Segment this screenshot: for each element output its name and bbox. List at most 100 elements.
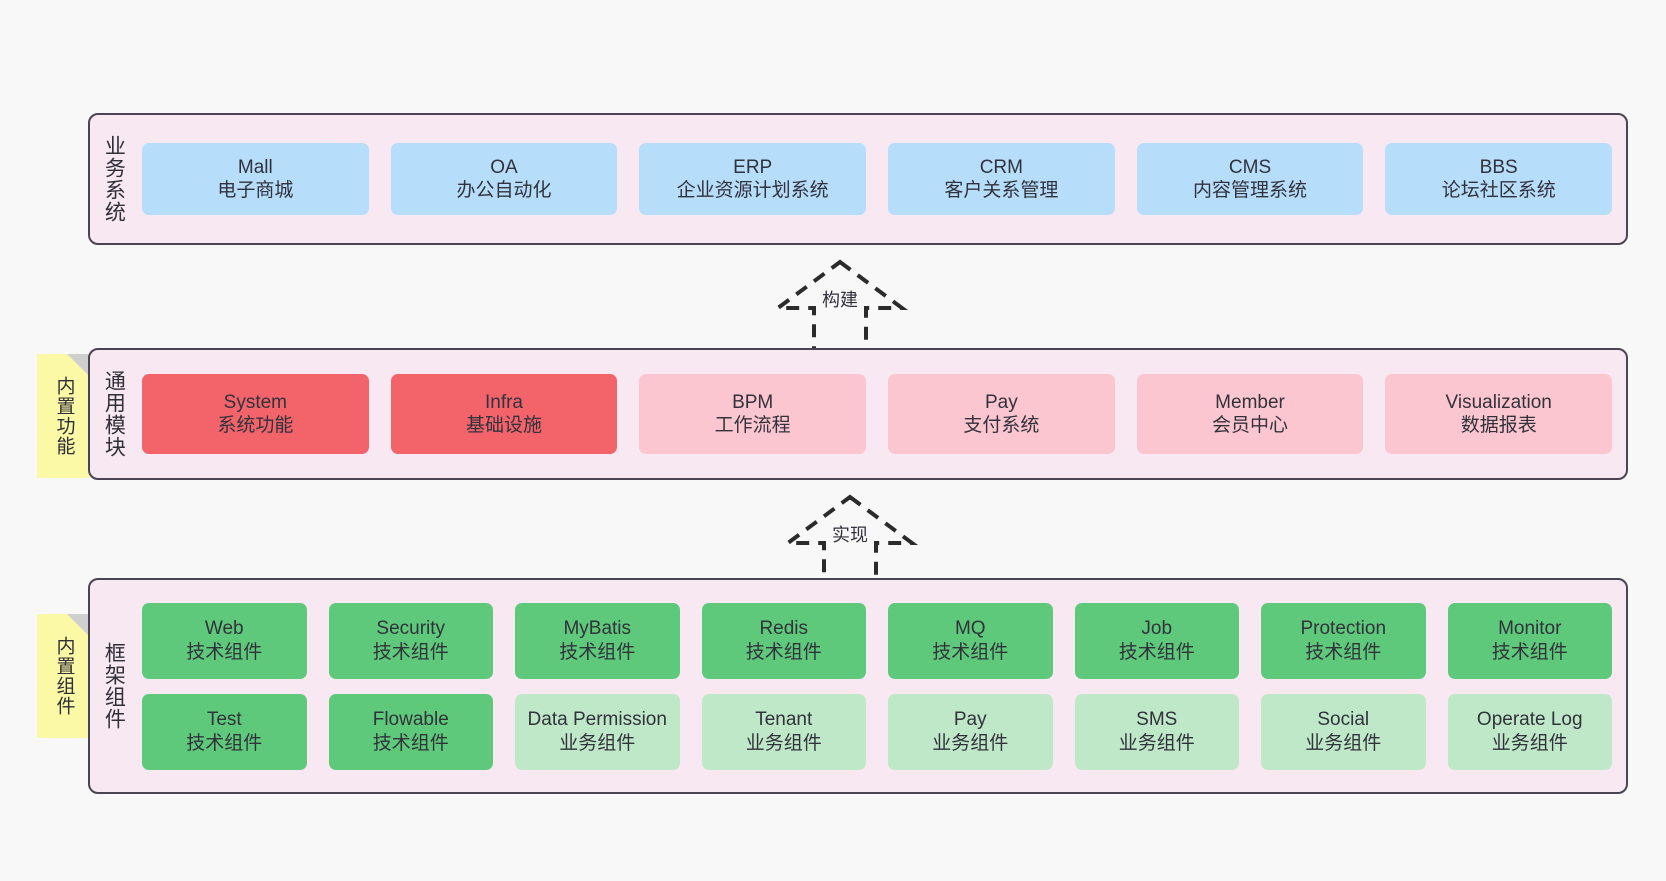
node-label-en: BPM xyxy=(732,391,774,413)
layer-body-framework-component: Web 技术组件 Security 技术组件 MyBatis 技术组件 Redi… xyxy=(136,580,1626,792)
node-label-cn: 业务组件 xyxy=(932,732,1009,754)
node-mall[interactable]: Mall 电子商城 xyxy=(142,143,369,215)
node-data-permission[interactable]: Data Permission 业务组件 xyxy=(515,693,680,770)
node-label-cn: 业务组件 xyxy=(1305,732,1382,754)
node-label-cn: 技术组件 xyxy=(745,641,822,663)
node-label-en: Member xyxy=(1215,391,1285,413)
node-web[interactable]: Web 技术组件 xyxy=(142,602,307,679)
node-cms[interactable]: CMS 内容管理系统 xyxy=(1136,143,1364,215)
node-oa[interactable]: OA 办公自动化 xyxy=(390,143,618,215)
note-fold-icon xyxy=(67,614,89,636)
node-label-cn: 技术组件 xyxy=(186,732,263,754)
node-label-en: Data Permission xyxy=(527,709,667,731)
node-label-cn: 技术组件 xyxy=(186,641,263,663)
node-system[interactable]: System 系统功能 xyxy=(142,374,369,454)
node-label-en: Web xyxy=(204,618,244,640)
node-label-en: Visualization xyxy=(1445,391,1552,413)
node-label-en: BBS xyxy=(1479,156,1518,178)
node-label-en: Pay xyxy=(984,391,1018,413)
layer-framework-component[interactable]: 框架组件 Web 技术组件 Security 技术组件 MyBatis 技术组件… xyxy=(88,578,1628,794)
layer-body-business-system: Mall 电子商城 OA 办公自动化 ERP 企业资源计划系统 CRM 客户关系… xyxy=(136,115,1626,243)
arrow-label-implement: 实现 xyxy=(832,525,868,545)
node-bpm[interactable]: BPM 工作流程 xyxy=(639,374,867,454)
node-label-en: Test xyxy=(206,709,242,731)
node-label-en: Job xyxy=(1141,618,1173,640)
node-tenant[interactable]: Tenant 业务组件 xyxy=(701,693,866,770)
layer-body-common-module: System 系统功能 Infra 基础设施 BPM 工作流程 Pay 支付系统… xyxy=(136,350,1626,478)
node-label-en: OA xyxy=(490,156,518,178)
node-monitor[interactable]: Monitor 技术组件 xyxy=(1447,602,1612,679)
node-mq[interactable]: MQ 技术组件 xyxy=(888,602,1053,679)
note-fold-icon xyxy=(67,354,89,376)
node-social[interactable]: Social 业务组件 xyxy=(1261,693,1426,770)
arrow-build: 构建 xyxy=(750,256,930,356)
node-pay-module[interactable]: Pay 支付系统 xyxy=(888,374,1115,454)
node-label-en: SMS xyxy=(1136,709,1178,731)
node-label-en: Redis xyxy=(759,618,809,640)
node-label-cn: 业务组件 xyxy=(559,732,636,754)
node-redis[interactable]: Redis 技术组件 xyxy=(701,602,866,679)
node-label-cn: 系统功能 xyxy=(217,415,294,436)
node-sms[interactable]: SMS 业务组件 xyxy=(1074,693,1239,770)
node-test[interactable]: Test 技术组件 xyxy=(142,693,307,770)
node-label-en: Tenant xyxy=(755,709,813,731)
arrow-implement: 实现 xyxy=(760,491,940,591)
node-label-cn: 论坛社区系统 xyxy=(1441,180,1556,201)
node-label-cn: 支付系统 xyxy=(963,415,1040,436)
node-label-en: CRM xyxy=(979,156,1023,178)
node-label-en: ERP xyxy=(733,156,773,178)
node-label-cn: 业务组件 xyxy=(1491,732,1568,754)
node-label-cn: 电子商城 xyxy=(217,180,294,201)
note-label: 内置组件 xyxy=(53,636,75,716)
node-label-cn: 工作流程 xyxy=(714,415,791,436)
node-label-en: Security xyxy=(376,618,446,640)
node-label-en: MyBatis xyxy=(563,618,632,640)
arrow-label-build: 构建 xyxy=(822,290,858,310)
node-erp[interactable]: ERP 企业资源计划系统 xyxy=(639,143,867,215)
node-flowable[interactable]: Flowable 技术组件 xyxy=(328,693,493,770)
layer-title-framework-component: 框架组件 xyxy=(102,642,126,730)
node-row: Mall 电子商城 OA 办公自动化 ERP 企业资源计划系统 CRM 客户关系… xyxy=(142,143,1613,215)
node-label-cn: 技术组件 xyxy=(1305,641,1382,663)
node-label-cn: 业务组件 xyxy=(1118,732,1195,754)
node-label-cn: 技术组件 xyxy=(1118,641,1195,663)
node-visualization[interactable]: Visualization 数据报表 xyxy=(1385,374,1613,454)
node-row: System 系统功能 Infra 基础设施 BPM 工作流程 Pay 支付系统… xyxy=(142,374,1613,454)
node-label-cn: 数据报表 xyxy=(1460,415,1537,436)
node-operate-log[interactable]: Operate Log 业务组件 xyxy=(1447,693,1612,770)
node-label-en: CMS xyxy=(1228,156,1272,178)
node-label-en: System xyxy=(223,391,288,413)
node-label-cn: 技术组件 xyxy=(372,641,449,663)
node-label-cn: 技术组件 xyxy=(372,732,449,754)
layer-title-business-system: 业务系统 xyxy=(102,135,126,223)
node-mybatis[interactable]: MyBatis 技术组件 xyxy=(515,602,680,679)
node-label-en: Infra xyxy=(484,391,524,413)
node-security[interactable]: Security 技术组件 xyxy=(328,602,493,679)
node-label-cn: 基础设施 xyxy=(466,415,543,436)
node-crm[interactable]: CRM 客户关系管理 xyxy=(888,143,1115,215)
node-label-cn: 技术组件 xyxy=(1491,641,1568,663)
node-label-en: Mall xyxy=(237,156,273,178)
node-label-cn: 客户关系管理 xyxy=(944,180,1059,201)
node-label-cn: 会员中心 xyxy=(1212,415,1289,436)
layer-title-common-module: 通用模块 xyxy=(102,370,126,458)
node-job[interactable]: Job 技术组件 xyxy=(1074,602,1239,679)
node-label-en: MQ xyxy=(954,618,986,640)
node-pay-component[interactable]: Pay 业务组件 xyxy=(888,693,1053,770)
node-label-en: Monitor xyxy=(1498,618,1562,640)
node-row: Test 技术组件 Flowable 技术组件 Data Permission … xyxy=(142,693,1612,770)
note-builtin-features[interactable]: 内置功能 xyxy=(37,354,89,478)
node-row: Web 技术组件 Security 技术组件 MyBatis 技术组件 Redi… xyxy=(142,602,1612,679)
node-bbs[interactable]: BBS 论坛社区系统 xyxy=(1385,143,1613,215)
node-label-en: Flowable xyxy=(372,709,449,731)
node-label-en: Operate Log xyxy=(1476,709,1583,731)
node-label-cn: 技术组件 xyxy=(559,641,636,663)
layer-business-system[interactable]: 业务系统 Mall 电子商城 OA 办公自动化 ERP 企业资源计划系统 CRM… xyxy=(88,113,1628,245)
node-label-en: Social xyxy=(1317,709,1370,731)
layer-common-module[interactable]: 通用模块 System 系统功能 Infra 基础设施 BPM 工作流程 Pay… xyxy=(88,348,1628,480)
node-infra[interactable]: Infra 基础设施 xyxy=(390,374,618,454)
node-member[interactable]: Member 会员中心 xyxy=(1136,374,1364,454)
node-label-cn: 企业资源计划系统 xyxy=(676,180,829,201)
node-protection[interactable]: Protection 技术组件 xyxy=(1261,602,1426,679)
note-builtin-components[interactable]: 内置组件 xyxy=(37,614,89,738)
